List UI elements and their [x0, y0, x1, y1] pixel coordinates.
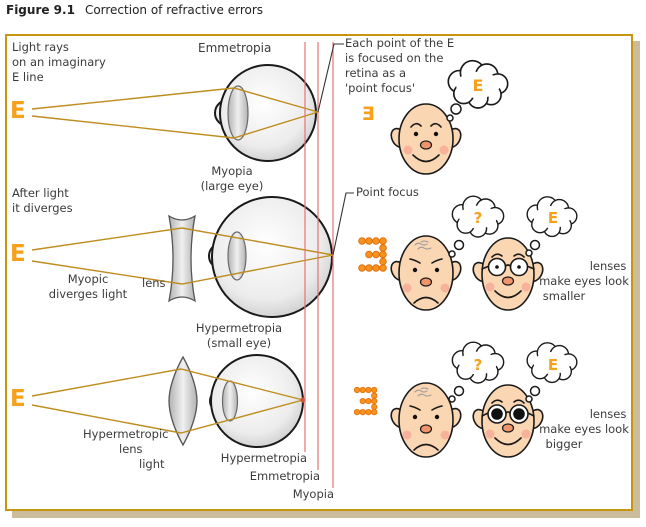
thought-letter-emmetropia: E [472, 76, 484, 95]
source-letter-hypermetropia: E [10, 386, 26, 412]
thought-letter-hypermetropia: E [547, 356, 559, 374]
hypermetropic-lens-line1: Hypermetropic [83, 427, 169, 441]
figure-title: Figure 9.1 Correction of refractive error… [6, 3, 263, 17]
guide-label-emmetropia: Emmetropia [249, 469, 320, 483]
myopia-title: Myopia (large eye) [200, 164, 264, 193]
after-light-note: After light it diverges [12, 186, 73, 215]
figure-caption: Correction of refractive errors [84, 3, 264, 17]
guide-label-myopia: Myopia [292, 487, 334, 501]
thought-question-myopia: ? [473, 209, 483, 227]
lenses-note-hyper-line3: bigger [545, 437, 583, 451]
source-letter-emmetropia: E [10, 98, 26, 124]
point-focus-annotation: Each point of the E is focused on the re… [345, 36, 455, 95]
guide-label-hypermetropia: Hypermetropia [220, 451, 307, 465]
lenses-note-myopia-line2: make eyes look [539, 274, 629, 288]
figure-label: Figure 9.1 [6, 3, 75, 17]
thought-letter-myopia: E [547, 209, 559, 227]
emmetropia-title: Emmetropia [198, 41, 272, 55]
lenses-note-myopia-line1: lenses [589, 259, 627, 273]
mirrored-e-letter: E [362, 103, 375, 125]
lenses-note-myopia-line3: smaller [542, 289, 586, 303]
lens-label: lens [142, 276, 166, 290]
hypermetropic-lens-line3: light [139, 457, 165, 471]
hypermetropic-lens-line2: lens [119, 442, 143, 456]
source-letter-myopia: E [10, 241, 26, 267]
light-rays-note: Light rays on an imaginary E line [12, 40, 106, 84]
lenses-note-hyper-line1: lenses [589, 407, 627, 421]
point-focus-label: Point focus [356, 185, 419, 199]
hypermetropia-title: Hypermetropia (small eye) [195, 321, 283, 350]
thought-question-hypermetropia: ? [473, 356, 483, 374]
lenses-note-hyper-line2: make eyes look [539, 422, 629, 436]
myopic-lens-note: Myopic diverges light [48, 272, 128, 301]
